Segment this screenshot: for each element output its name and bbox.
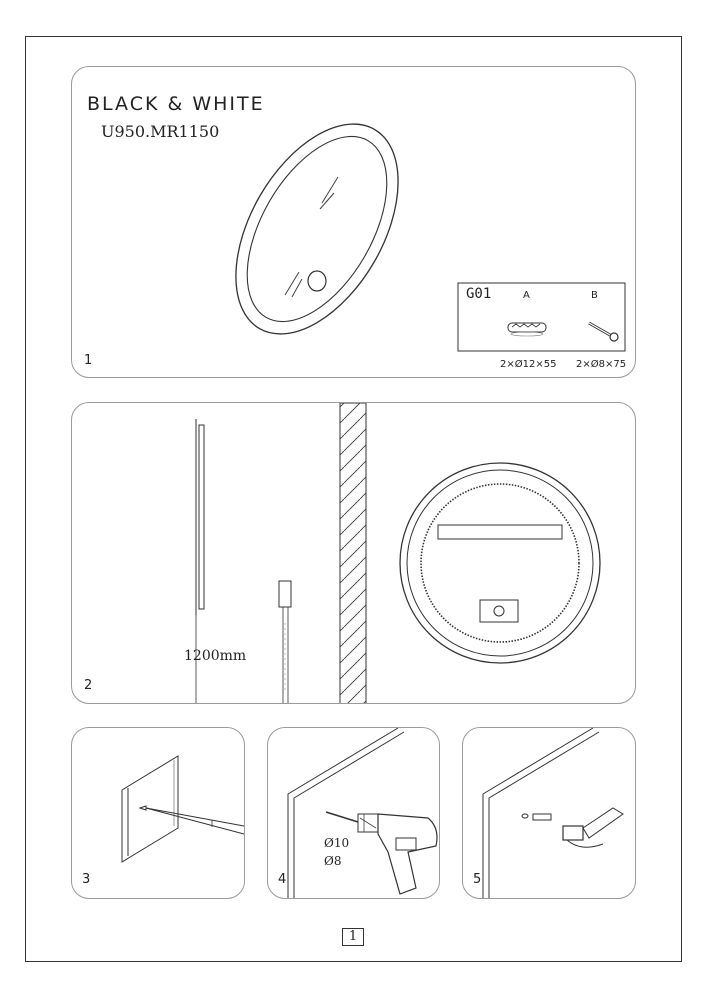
kit-label-b: B: [591, 290, 598, 301]
mirror-illustration: [235, 123, 626, 352]
kit-spec-a: 2×Ø12×55: [500, 359, 557, 370]
step-4-number: 4: [278, 872, 287, 887]
step-1-number: 1: [84, 353, 93, 368]
step-4-panel: Ø10 Ø8 4: [267, 727, 440, 899]
step-5-number: 5: [473, 872, 482, 887]
step-2-number: 2: [84, 678, 93, 693]
step-3-panel: 3: [71, 727, 245, 899]
page-frame: [25, 36, 682, 962]
step-1-panel: BLACK & WHITE U950.MR1150 G01 A B 2×Ø12×…: [71, 66, 636, 378]
step-5-panel: 5: [462, 727, 636, 899]
drill-size-10: Ø10: [324, 836, 350, 850]
brand-logo: BLACK & WHITE: [87, 93, 265, 115]
hammering-illustration: [482, 728, 624, 898]
mounting-height-illustration: [195, 403, 601, 703]
kit-label-a: A: [523, 290, 530, 301]
kit-title: G01: [466, 286, 492, 302]
drilling-illustration: [287, 728, 438, 898]
model-number: U950.MR1150: [101, 122, 220, 141]
step-2-panel: 1200mm 2: [71, 402, 636, 704]
mounting-height-label: 1200mm: [184, 648, 247, 664]
kit-spec-b: 2×Ø8×75: [576, 359, 627, 370]
drill-size-8: Ø8: [324, 854, 342, 868]
marking-illustration: [121, 755, 244, 863]
step-3-number: 3: [82, 872, 91, 887]
page-number: 1: [342, 928, 364, 946]
